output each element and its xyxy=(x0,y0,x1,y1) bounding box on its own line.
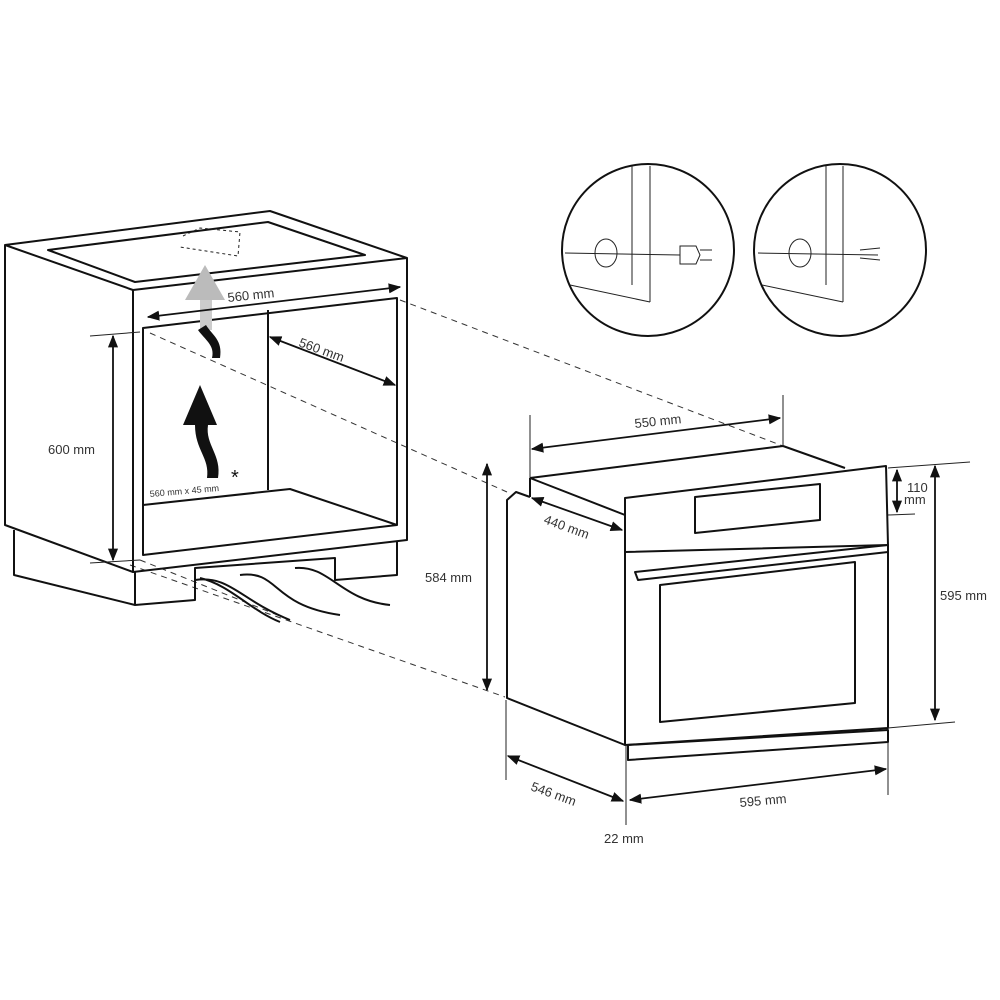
oven-top-width-arrow xyxy=(530,414,782,453)
oven-depth-arrow xyxy=(506,755,625,802)
cabinet-depth-arrow xyxy=(268,336,397,386)
plug-connection-detail xyxy=(561,163,735,337)
vent-size-label: 560 mm x 45 mm xyxy=(149,483,219,499)
oven-top-width-label: 550 mm xyxy=(634,411,682,431)
panel-height-label-unit: mm xyxy=(904,492,926,507)
oven-top-depth-arrow xyxy=(530,497,624,531)
plug-icon xyxy=(679,245,701,265)
cabinet-height-label: 600 mm xyxy=(48,442,95,457)
cable-connection-detail xyxy=(753,163,927,337)
cabinet-width-arrow xyxy=(146,283,402,321)
oven-front-width-arrow xyxy=(628,765,888,804)
door-handle xyxy=(634,544,889,581)
front-thickness-label: 22 mm xyxy=(604,831,644,846)
cabinet-drawing xyxy=(4,210,408,606)
oven-front-height-label: 595 mm xyxy=(940,588,987,603)
vent-note-mark: * xyxy=(231,467,239,489)
oven-front-width-label: 595 mm xyxy=(739,791,787,810)
oven-drawing xyxy=(506,445,889,761)
control-display xyxy=(694,483,821,534)
airflow-arrows xyxy=(183,265,391,623)
oven-depth-label: 546 mm xyxy=(529,779,578,809)
panel-height-label-value: 110 xyxy=(907,480,928,495)
projection-lines xyxy=(129,299,784,698)
door-window xyxy=(659,561,856,723)
cabinet-width-label: 560 mm xyxy=(227,285,275,305)
oven-body-height-label: 584 mm xyxy=(425,570,472,585)
cabinet-depth-label: 560 mm xyxy=(297,335,346,365)
